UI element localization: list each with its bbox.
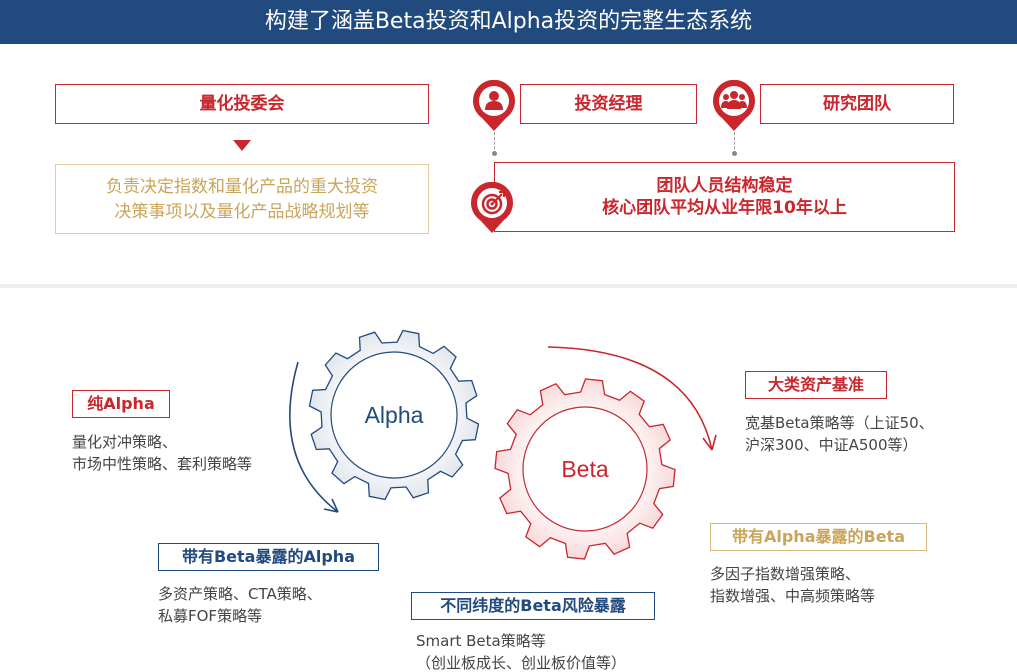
desc-line: 市场中性策略、套利策略等 [72,455,253,473]
beta-gear-label: Beta [561,456,609,482]
connector-line [734,132,735,154]
desc-line: （创业板成长、创业板价值等） [416,654,627,672]
target-icon [471,182,513,233]
team-stability-box: 团队人员结构稳定 核心团队平均从业年限10年以上 [494,162,955,232]
beta-rotation-arrow [547,346,713,451]
connector-dot [492,151,497,156]
investment-manager-box: 投资经理 [520,84,697,124]
committee-description: 负责决定指数和量化产品的重大投资 决策事项以及量化产品战略规划等 [55,164,429,234]
down-arrow-icon [233,140,251,151]
desc-asset-class: 宽基Beta策略等（上证50、 沪深300、中证A500等） [745,412,934,456]
tag-alpha-with-beta: 带有Beta暴露的Alpha [158,543,379,571]
desc-line: 私募FOF策略等 [158,607,263,625]
group-icon [713,80,755,131]
team-line2: 核心团队平均从业年限10年以上 [602,198,847,218]
tag-pure-alpha: 纯Alpha [72,390,170,418]
desc-line: 多因子指数增强策略、 [710,565,861,583]
committee-desc-line1: 负责决定指数和量化产品的重大投资 [106,177,378,197]
desc-beta-with-alpha: 多因子指数增强策略、 指数增强、中高频策略等 [710,563,875,607]
section-divider [0,284,1017,288]
person-icon [473,80,515,131]
tag-asset-class: 大类资产基准 [745,371,887,399]
desc-line: 沪深300、中证A500等） [745,436,918,454]
tag-beta-with-alpha: 带有Alpha暴露的Beta [710,523,927,551]
alpha-rotation-arrow [289,361,339,513]
alpha-gear: Alpha [308,329,480,501]
desc-line: 多资产策略、CTA策略、 [158,585,322,603]
desc-line: 宽基Beta策略等（上证50、 [745,414,934,432]
committee-desc-line2: 决策事项以及量化产品战略规划等 [114,202,370,222]
research-team-box: 研究团队 [760,84,954,124]
desc-line: 量化对冲策略、 [72,433,178,451]
alpha-gear-label: Alpha [365,402,424,428]
desc-line: Smart Beta策略等 [416,632,546,650]
header-bar: 构建了涵盖Beta投资和Alpha投资的完整生态系统 [0,0,1017,44]
connector-line [494,132,495,154]
page-title: 构建了涵盖Beta投资和Alpha投资的完整生态系统 [264,9,753,34]
desc-beta-risk-exposure: Smart Beta策略等 （创业板成长、创业板价值等） [416,630,626,672]
tag-beta-risk-exposure: 不同纬度的Beta风险暴露 [411,592,655,620]
alpha-gear-hub [330,351,458,479]
alpha-arrow-head-icon [323,498,339,513]
connector-dot [732,151,737,156]
team-line1: 团队人员结构稳定 [656,176,793,196]
desc-line: 指数增强、中高频策略等 [710,587,876,605]
beta-gear: Beta [494,378,676,560]
desc-alpha-with-beta: 多资产策略、CTA策略、 私募FOF策略等 [158,583,322,627]
committee-box: 量化投委会 [55,84,429,124]
desc-pure-alpha: 量化对冲策略、 市场中性策略、套利策略等 [72,431,252,475]
gear-diagram: Alpha Beta [289,329,717,560]
beta-arrow-head-icon [702,434,717,451]
beta-gear-hub [522,406,648,532]
